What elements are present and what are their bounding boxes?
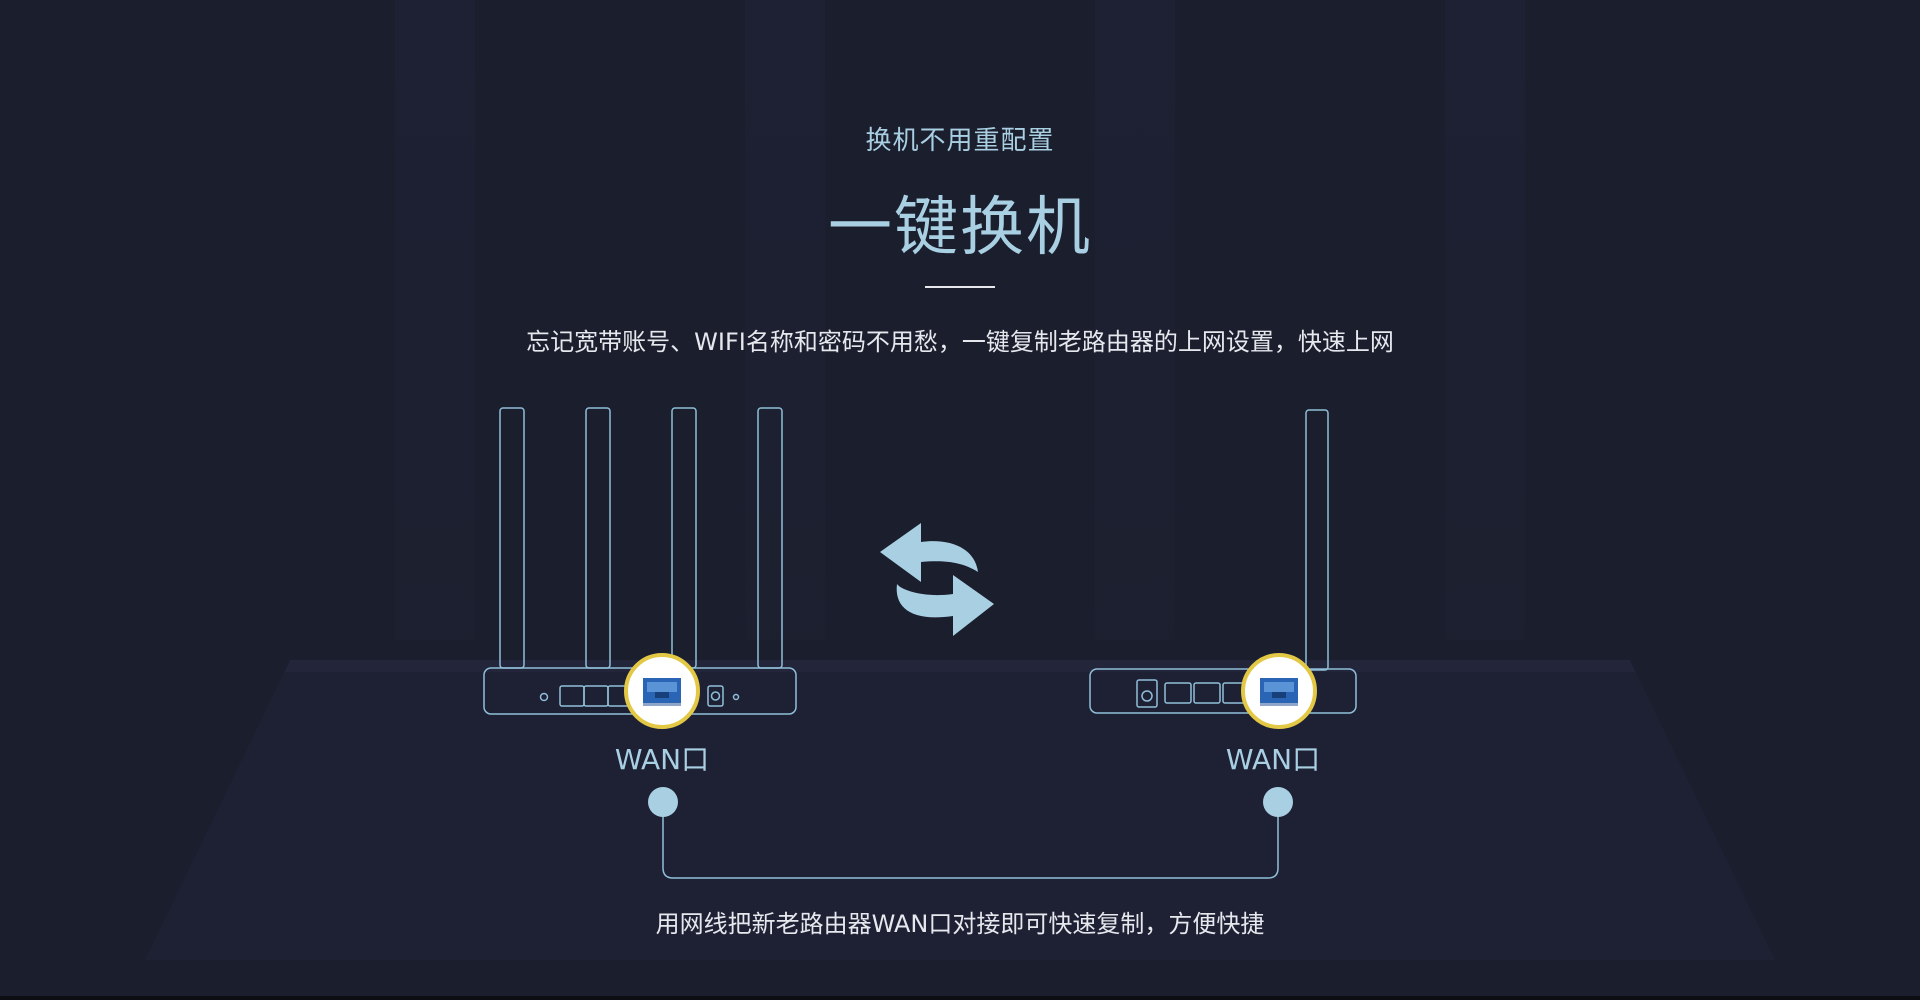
wan-label-old-router: WAN口 — [614, 743, 710, 776]
new-router-illustration — [1089, 409, 1357, 714]
ethernet-port-icon — [1241, 653, 1317, 729]
bottom-edge-bar — [0, 996, 1920, 1000]
cable-connector-right — [1263, 787, 1293, 817]
hero-subtitle: 换机不用重配置 — [865, 126, 1055, 156]
hero-title: 一键换机 — [828, 191, 1092, 265]
swap-arrows-icon — [880, 523, 994, 636]
hero-description: 忘记宽带账号、WIFI名称和密码不用愁，一键复制老路由器的上网设置，快速上网 — [526, 328, 1394, 356]
cable-connector-left — [648, 787, 678, 817]
ethernet-port-icon — [624, 653, 700, 729]
wan-label-new-router: WAN口 — [1225, 743, 1321, 776]
network-cable — [648, 787, 1293, 879]
old-router-illustration — [483, 407, 797, 715]
cable-instruction: 用网线把新老路由器WAN口对接即可快速复制，方便快捷 — [655, 910, 1265, 938]
title-divider — [925, 286, 995, 288]
